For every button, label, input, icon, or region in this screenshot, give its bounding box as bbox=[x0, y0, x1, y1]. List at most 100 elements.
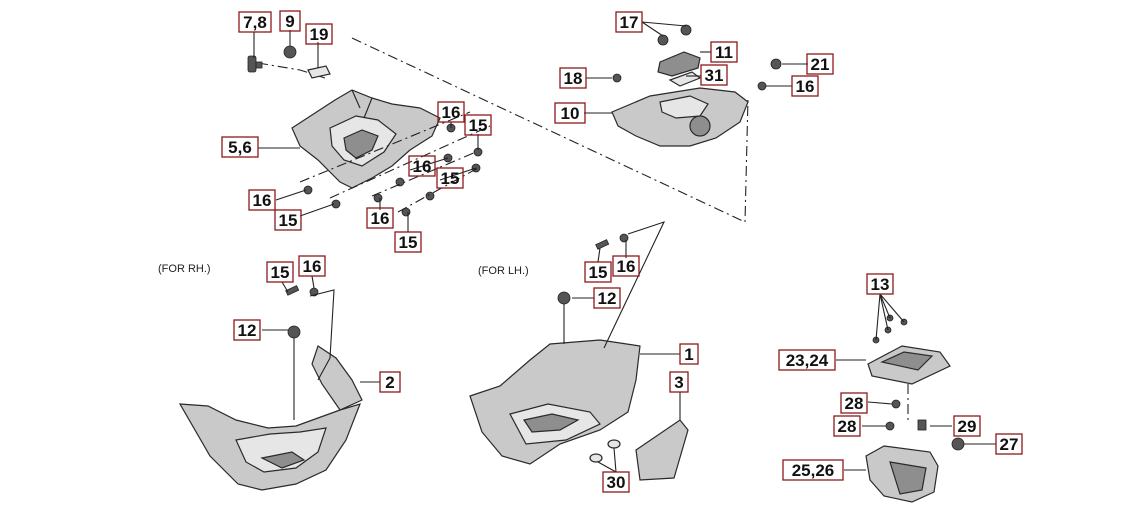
svg-text:16: 16 bbox=[796, 77, 815, 96]
svg-text:31: 31 bbox=[705, 66, 724, 85]
svg-text:3: 3 bbox=[674, 373, 683, 392]
callout-12-a: 12 bbox=[593, 287, 621, 309]
bracket-11 bbox=[657, 51, 701, 77]
callout-25-26: 25,26 bbox=[782, 459, 844, 481]
svg-text:7,8: 7,8 bbox=[243, 13, 267, 32]
callout-28-b: 28 bbox=[833, 415, 861, 437]
svg-text:16: 16 bbox=[442, 103, 461, 122]
bolt-15-lh-axis bbox=[603, 221, 666, 349]
footwell-rh-2 bbox=[178, 345, 363, 491]
callout-15-f: 15 bbox=[266, 261, 294, 283]
svg-text:23,24: 23,24 bbox=[786, 351, 829, 370]
leader-lines bbox=[253, 21, 996, 473]
callout-29: 29 bbox=[953, 415, 981, 437]
svg-text:16: 16 bbox=[303, 257, 322, 276]
cover-plate-23-24 bbox=[867, 345, 951, 385]
fastener-dashes-upper-left bbox=[299, 111, 491, 213]
washer-16-upper bbox=[757, 81, 767, 91]
callout-16-d: 16 bbox=[366, 207, 394, 229]
bolt-15-lh bbox=[595, 233, 629, 250]
svg-text:12: 12 bbox=[238, 321, 257, 340]
svg-text:9: 9 bbox=[285, 12, 294, 31]
svg-text:19: 19 bbox=[310, 25, 329, 44]
callout-13: 13 bbox=[866, 273, 894, 295]
svg-text:15: 15 bbox=[589, 263, 608, 282]
fitting-27 bbox=[951, 437, 965, 451]
plugs-30 bbox=[589, 439, 621, 463]
reference-line-top bbox=[351, 37, 749, 223]
screw-12-lh bbox=[557, 291, 571, 305]
svg-text:5,6: 5,6 bbox=[228, 138, 252, 157]
callout-21: 21 bbox=[806, 53, 834, 75]
svg-text:16: 16 bbox=[617, 257, 636, 276]
callout-28-a: 28 bbox=[840, 392, 868, 414]
svg-text:10: 10 bbox=[561, 104, 580, 123]
svg-text:16: 16 bbox=[253, 191, 272, 210]
screw-18 bbox=[612, 73, 622, 83]
svg-text:25,26: 25,26 bbox=[792, 461, 835, 480]
callout-16-g: 16 bbox=[298, 255, 326, 277]
svg-text:27: 27 bbox=[1000, 435, 1019, 454]
callout-3: 3 bbox=[669, 371, 689, 393]
bolt-15-rh-axis bbox=[309, 289, 335, 381]
svg-text:28: 28 bbox=[838, 417, 857, 436]
footwell-lh-1 bbox=[469, 339, 641, 465]
callout-15-b: 15 bbox=[436, 167, 464, 189]
svg-text:16: 16 bbox=[371, 209, 390, 228]
front-cover-10 bbox=[611, 87, 749, 147]
svg-text:18: 18 bbox=[564, 69, 583, 88]
screw-12-rh bbox=[287, 325, 301, 339]
callout-1: 1 bbox=[679, 343, 699, 365]
panel-3 bbox=[635, 419, 689, 481]
side-cover-upper-left bbox=[291, 89, 441, 189]
svg-text:15: 15 bbox=[399, 233, 418, 252]
callout-18: 18 bbox=[559, 67, 587, 89]
screws-28 bbox=[885, 399, 901, 431]
svg-text:15: 15 bbox=[279, 211, 298, 230]
svg-text:13: 13 bbox=[871, 275, 890, 294]
svg-text:12: 12 bbox=[598, 289, 617, 308]
callout-16-f: 16 bbox=[612, 255, 640, 277]
svg-text:28: 28 bbox=[845, 394, 864, 413]
note-lh: (FOR LH.) bbox=[478, 265, 529, 277]
callout-16-a: 16 bbox=[437, 101, 465, 123]
callout-group: 7,8 9 19 5,6 16 15 16 15 bbox=[221, 10, 1023, 493]
svg-text:15: 15 bbox=[469, 116, 488, 135]
svg-text:1: 1 bbox=[684, 345, 693, 364]
clip-29 bbox=[917, 419, 927, 431]
clip-19 bbox=[307, 65, 331, 79]
screws-17 bbox=[657, 24, 692, 46]
callout-23-24: 23,24 bbox=[778, 349, 836, 371]
callout-2: 2 bbox=[379, 371, 401, 393]
callout-12-b: 12 bbox=[233, 319, 261, 341]
note-rh: (FOR RH.) bbox=[158, 263, 211, 275]
callout-15-e: 15 bbox=[584, 261, 612, 283]
svg-text:30: 30 bbox=[607, 473, 626, 492]
callout-5-6: 5,6 bbox=[221, 136, 259, 158]
callout-9: 9 bbox=[279, 10, 301, 32]
callout-15-a: 15 bbox=[464, 114, 492, 136]
screws-13-leaders bbox=[875, 293, 905, 341]
svg-text:16: 16 bbox=[413, 157, 432, 176]
callout-19: 19 bbox=[305, 23, 333, 45]
svg-text:29: 29 bbox=[958, 417, 977, 436]
callout-11: 11 bbox=[710, 41, 738, 63]
nut-9 bbox=[283, 45, 297, 59]
svg-text:15: 15 bbox=[441, 169, 460, 188]
bolt-7-8 bbox=[247, 55, 263, 73]
callout-17: 17 bbox=[615, 11, 643, 33]
callout-15-d: 15 bbox=[394, 231, 422, 253]
bolt-21 bbox=[770, 58, 782, 70]
svg-text:21: 21 bbox=[811, 55, 830, 74]
box-25-26 bbox=[865, 445, 939, 503]
callout-15-c: 15 bbox=[274, 209, 302, 231]
callout-31: 31 bbox=[700, 64, 728, 86]
svg-text:11: 11 bbox=[715, 43, 733, 62]
callout-16-c: 16 bbox=[248, 189, 276, 211]
callout-16-e: 16 bbox=[791, 75, 819, 97]
svg-text:2: 2 bbox=[385, 373, 394, 392]
bolt-15-rh bbox=[285, 285, 319, 297]
callout-10: 10 bbox=[554, 102, 586, 124]
